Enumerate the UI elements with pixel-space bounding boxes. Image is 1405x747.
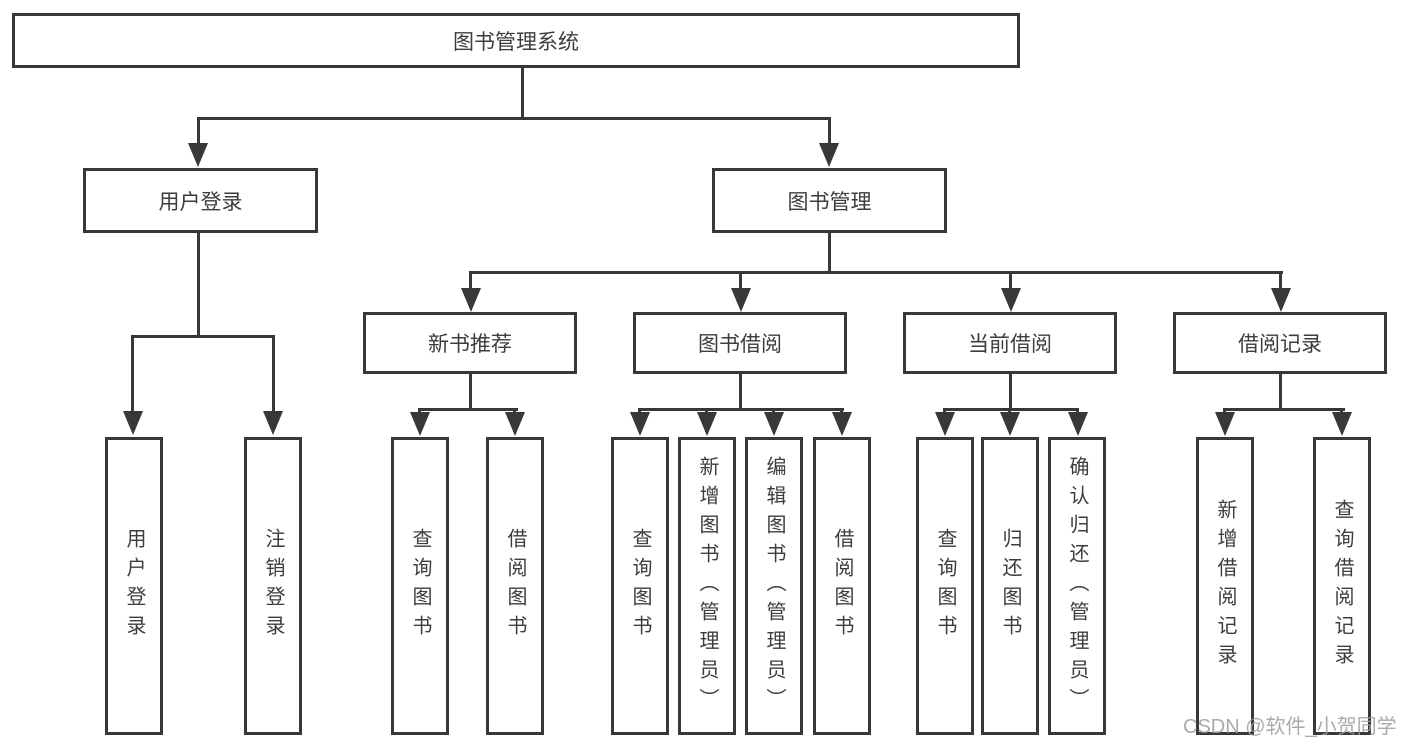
arrow-down-icon [630, 412, 650, 436]
node-current-borrow: 当前借阅 [903, 312, 1117, 374]
connector-line [772, 408, 775, 414]
connector-line [1009, 271, 1012, 291]
leaf-query-books-2: 查询图书 [611, 437, 669, 735]
node-borrow-records: 借阅记录 [1173, 312, 1387, 374]
node-library-system: 图书管理系统 [12, 13, 1020, 68]
connector-line [1279, 271, 1282, 291]
connector-line [469, 271, 1283, 274]
connector-line [131, 335, 134, 413]
leaf-return-books: 归还图书 [981, 437, 1039, 735]
connector-line [943, 408, 1079, 411]
arrow-down-icon [188, 143, 208, 167]
connector-line [1279, 373, 1282, 408]
connector-line [197, 117, 831, 120]
connector-line [1223, 408, 1226, 414]
arrow-down-icon [1001, 288, 1021, 312]
arrow-down-icon [461, 288, 481, 312]
arrow-down-icon [505, 412, 525, 436]
connector-line [638, 408, 844, 411]
connector-line [197, 117, 200, 146]
arrow-down-icon [1000, 412, 1020, 436]
connector-line [521, 68, 524, 117]
connector-line [418, 408, 518, 411]
node-user-login: 用户登录 [83, 168, 318, 233]
arrow-down-icon [1068, 412, 1088, 436]
arrow-down-icon [1271, 288, 1291, 312]
connector-line [705, 408, 708, 414]
connector-line [513, 408, 516, 414]
connector-line [469, 373, 472, 408]
connector-line [272, 335, 275, 413]
leaf-query-books-3: 查询图书 [916, 437, 974, 735]
arrow-down-icon [764, 412, 784, 436]
connector-line [828, 233, 831, 273]
connector-line [638, 408, 641, 414]
connector-line [828, 117, 831, 146]
connector-line [197, 233, 200, 335]
leaf-borrow-books-2: 借阅图书 [813, 437, 871, 735]
node-new-book-recommend: 新书推荐 [363, 312, 577, 374]
connector-line [943, 408, 946, 414]
arrow-down-icon [832, 412, 852, 436]
connector-line [1009, 373, 1012, 408]
connector-line [739, 271, 742, 291]
arrow-down-icon [1215, 412, 1235, 436]
leaf-add-book-admin: 新增图书（管理员） [678, 437, 736, 735]
connector-line [1076, 408, 1079, 414]
arrow-down-icon [697, 412, 717, 436]
arrow-down-icon [123, 411, 143, 435]
connector-line [1008, 408, 1011, 414]
connector-line [1340, 408, 1343, 414]
leaf-logout: 注销登录 [244, 437, 302, 735]
csdn-watermark: CSDN @软件_小贺同学 [1183, 716, 1397, 738]
arrow-down-icon [731, 288, 751, 312]
arrow-down-icon [1332, 412, 1352, 436]
connector-line [1223, 408, 1345, 411]
arrow-down-icon [263, 411, 283, 435]
connector-line [739, 373, 742, 408]
connector-line [840, 408, 843, 414]
connector-line [131, 335, 275, 338]
leaf-add-borrow-record: 新增借阅记录 [1196, 437, 1254, 735]
leaf-user-login: 用户登录 [105, 437, 163, 735]
leaf-query-borrow-record: 查询借阅记录 [1313, 437, 1371, 735]
leaf-borrow-books-1: 借阅图书 [486, 437, 544, 735]
leaf-edit-book-admin: 编辑图书（管理员） [745, 437, 803, 735]
connector-line [469, 271, 472, 291]
arrow-down-icon [935, 412, 955, 436]
arrow-down-icon [819, 143, 839, 167]
leaf-confirm-return-admin: 确认归还（管理员） [1048, 437, 1106, 735]
arrow-down-icon [410, 412, 430, 436]
node-book-management: 图书管理 [712, 168, 947, 233]
leaf-query-books-1: 查询图书 [391, 437, 449, 735]
connector-line [418, 408, 421, 414]
node-book-borrow: 图书借阅 [633, 312, 847, 374]
